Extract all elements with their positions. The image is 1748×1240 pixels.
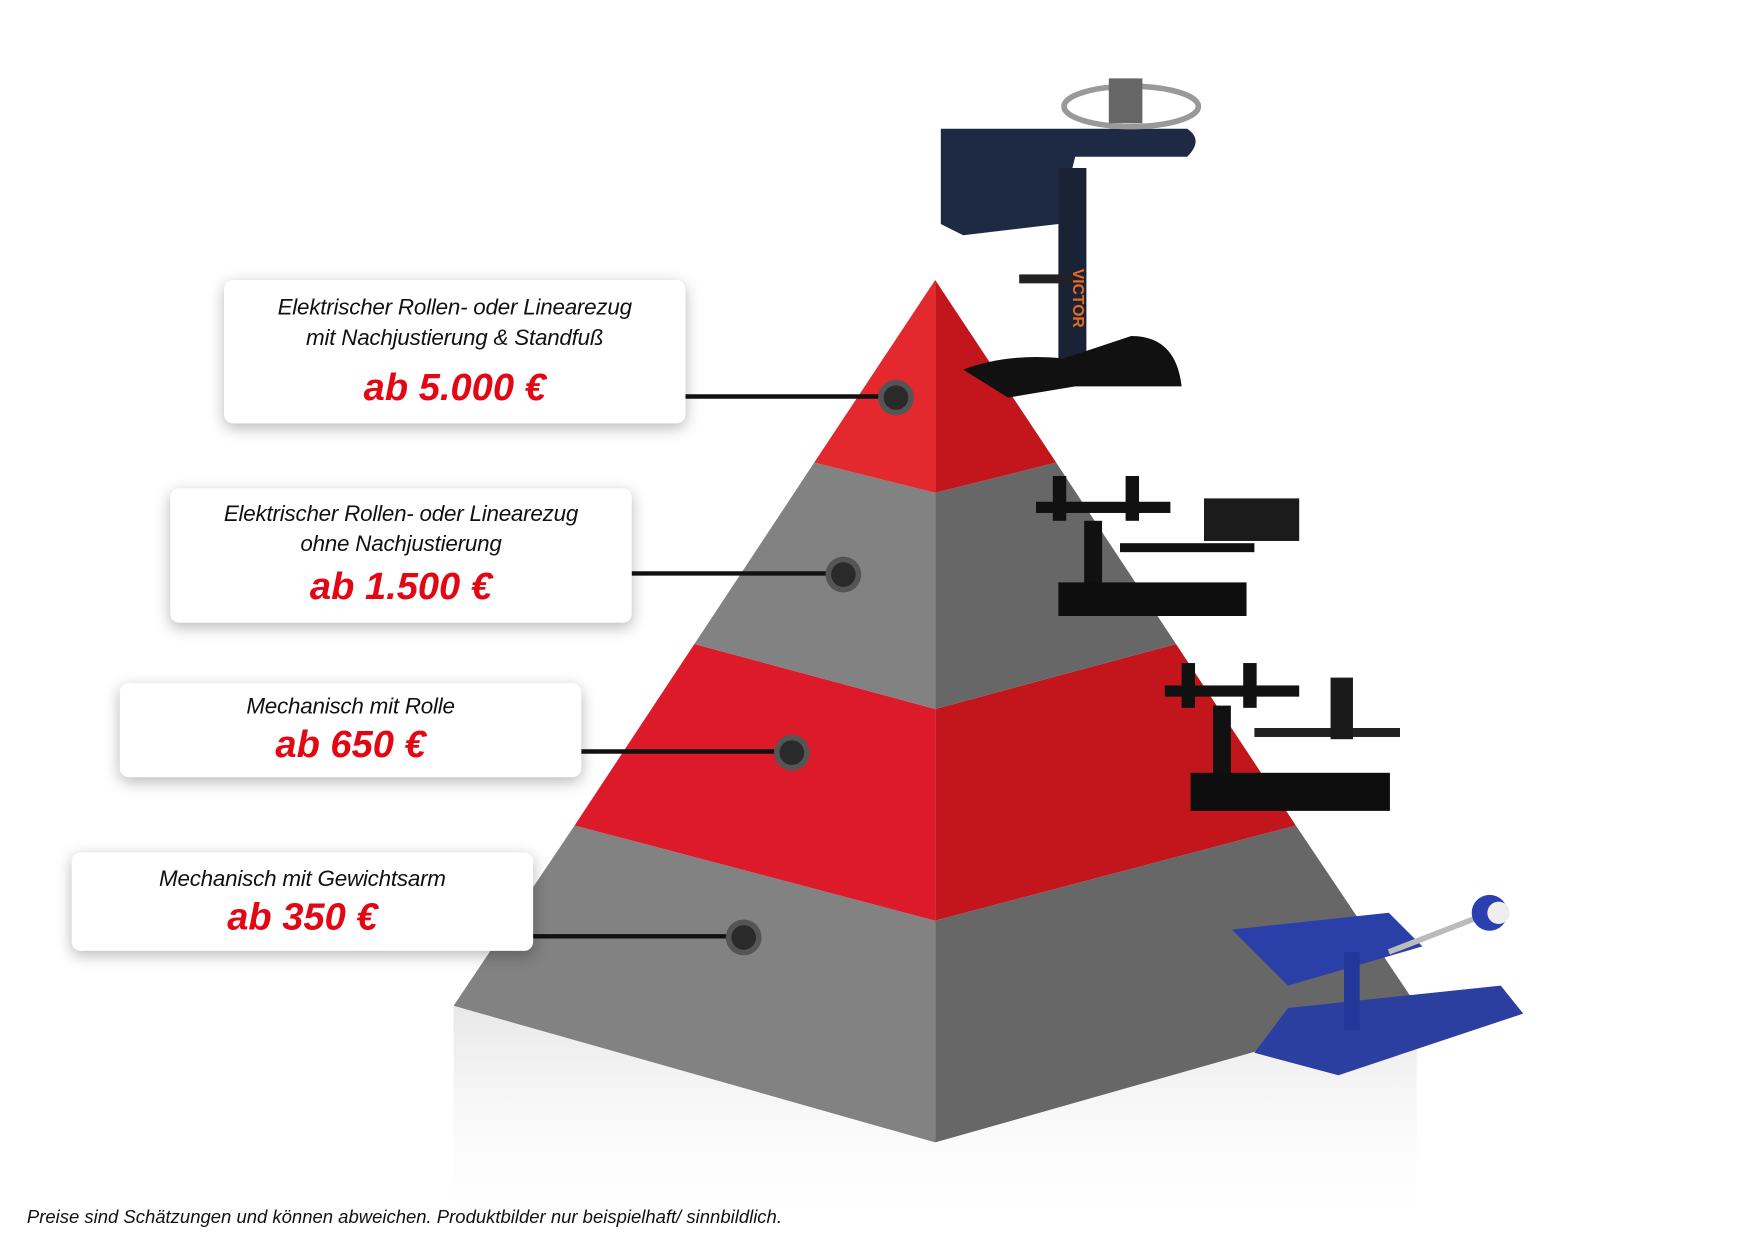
tier-4-label: Mechanisch mit Gewichtsarm: [159, 866, 446, 892]
tier-2-left: [694, 462, 936, 709]
tier-3-right: [935, 644, 1296, 921]
product-image-mechanical-dropweight: [1232, 894, 1524, 1076]
product-image-electronic-stand: VICTOR: [940, 78, 1202, 398]
tier-1-left: [814, 280, 936, 493]
tier-1-price: ab 5.000 €: [363, 366, 546, 409]
tier-4-left: [453, 825, 936, 1143]
tier-card-4: Mechanisch mit Gewichtsarm ab 350 €: [71, 852, 534, 951]
tier-card-1: Elektrischer Rollen- oder Linearezug mit…: [224, 280, 686, 424]
tier-3-price: ab 650 €: [275, 723, 426, 767]
tier-2-price: ab 1.500 €: [309, 565, 492, 609]
tier-1-label-line-2: mit Nachjustierung & Standfuß: [306, 325, 604, 351]
tier-2-label-line-1: Elektrischer Rollen- oder Linearezug: [223, 501, 579, 527]
floor-shadow: [453, 1005, 1417, 1240]
tier-3-label: Mechanisch mit Rolle: [246, 694, 455, 720]
tier-4-price: ab 350 €: [227, 896, 378, 939]
footnote: Preise sind Schätzungen und können abwei…: [26, 1207, 782, 1228]
product-image-mechanical-crank: [1164, 663, 1400, 811]
tier-card-3: Mechanisch mit Rolle ab 650 €: [119, 683, 582, 778]
product-image-electronic-tabletop: [1036, 476, 1300, 616]
tier-1-label-line-1: Elektrischer Rollen- oder Linearezug: [277, 295, 632, 321]
tier-3-left: [574, 644, 936, 921]
tier-2-label-line-2: ohne Nachjustierung: [300, 532, 502, 557]
brand-logo-text: VICTOR: [1069, 269, 1086, 328]
tier-2-right: [935, 462, 1176, 709]
tier-4-right: [935, 825, 1417, 1143]
tier-card-2: Elektrischer Rollen- oder Linearezug ohn…: [170, 488, 632, 623]
